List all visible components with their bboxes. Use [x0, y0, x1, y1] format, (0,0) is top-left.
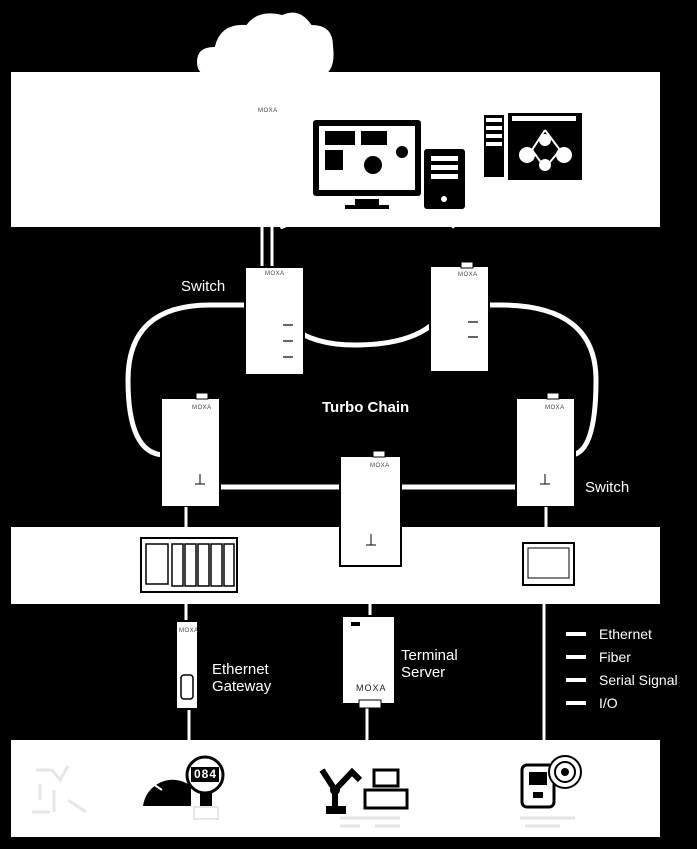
server-rack-icon: [484, 115, 504, 177]
switch-top-label: Switch: [181, 278, 226, 295]
legend-label: Serial Signal: [599, 671, 678, 688]
uplinks: [260, 227, 274, 268]
legend-item-io: I/O: [566, 691, 678, 714]
terminal-server-device: [341, 615, 396, 709]
access-control-icon: [520, 755, 582, 828]
legend-item-ethernet: Ethernet: [566, 622, 678, 645]
legend-swatch: [566, 677, 586, 682]
legend-swatch: [566, 700, 586, 705]
turbo-chain-label: Turbo Chain: [322, 399, 410, 416]
terminal-server-label: Terminal Server: [401, 647, 458, 681]
ethernet-gateway-device: [175, 620, 199, 710]
brand-mark-panel: MOXA: [258, 108, 278, 114]
pressure-transmitter-icon: [143, 755, 225, 820]
robot-arm-icon: [319, 767, 409, 828]
hmi-panel-icon: [522, 542, 575, 586]
gauge-display-value: 084: [194, 767, 218, 781]
plc-icon: [140, 537, 238, 593]
cloud-icon: [194, 10, 336, 79]
switch-top-left: [244, 266, 305, 376]
brand-mark-switch-bl: MOXA: [192, 405, 212, 411]
legend-label: Fiber: [599, 648, 631, 665]
desktop-tower-icon: [424, 149, 465, 209]
brand-mark-switch-tr: MOXA: [458, 272, 478, 278]
legend-item-serial-signal: Serial Signal: [566, 668, 678, 691]
legend: Ethernet Fiber Serial Signal I/O: [566, 622, 678, 714]
legend-label: I/O: [599, 694, 618, 711]
switch-right-label: Switch: [585, 479, 630, 496]
switch-bottom-left: [160, 392, 221, 508]
legend-label: Ethernet: [599, 625, 652, 642]
legend-swatch: [566, 654, 586, 659]
vertical-links: [184, 507, 548, 740]
brand-mark-gateway: MOXA: [179, 628, 199, 634]
switch-top-right: [429, 261, 490, 373]
brand-mark-switch-c: MOXA: [370, 463, 390, 469]
switch-bottom-center: [339, 450, 402, 567]
ethernet-gateway-label: Ethernet Gateway: [212, 661, 272, 695]
legend-swatch: [566, 631, 586, 636]
valve-icon: [32, 765, 87, 814]
monitor-icon: [313, 120, 421, 209]
legend-item-fiber: Fiber: [566, 645, 678, 668]
brand-mark-switch-br: MOXA: [545, 405, 565, 411]
brand-mark-terminal-server: MOXA: [356, 683, 387, 693]
scada-screen-icon: [508, 113, 582, 180]
brand-mark-switch-tl: MOXA: [265, 271, 285, 277]
